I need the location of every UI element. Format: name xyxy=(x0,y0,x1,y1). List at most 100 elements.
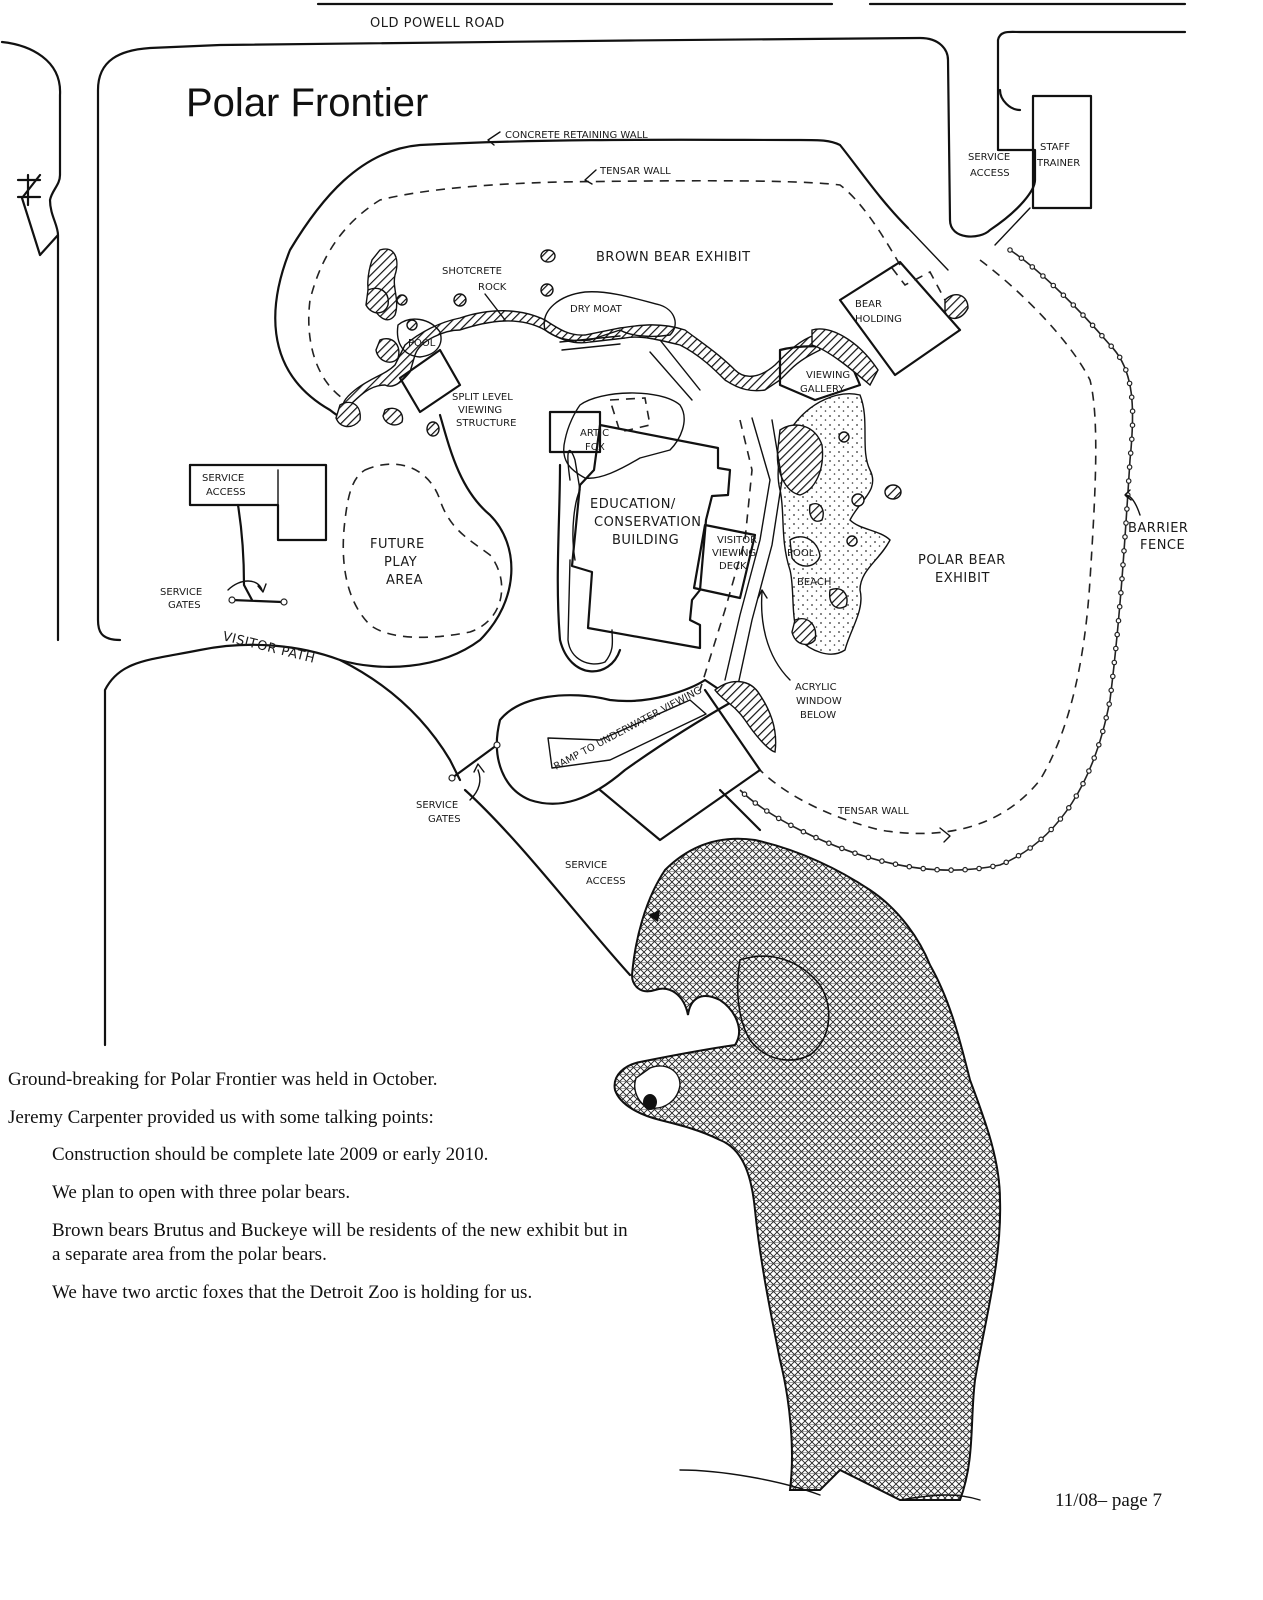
boulder xyxy=(540,283,554,297)
polar-rock xyxy=(829,588,848,609)
fence-post xyxy=(800,828,807,835)
gate-post xyxy=(280,598,288,606)
fence-post xyxy=(1129,436,1135,443)
rock-cluster xyxy=(365,287,389,314)
fence-post xyxy=(1029,264,1036,270)
bear-arm xyxy=(736,955,830,1061)
polar-rock-wall xyxy=(714,680,777,753)
fence-posts xyxy=(741,247,1136,873)
polar-bear-exhibit-label: POLAR BEAR xyxy=(918,553,1006,568)
old-powell-road-label: OLD POWELL ROAD xyxy=(370,16,505,31)
education-label: EDUCATION/ xyxy=(590,497,676,512)
shotcrete-pointer xyxy=(484,293,506,321)
acrylic-label: WINDOW xyxy=(796,696,842,707)
beach-label: BEACH xyxy=(797,577,831,588)
dry-moat xyxy=(543,291,676,342)
future-play-area xyxy=(342,463,503,639)
split-level-label: SPLIT LEVEL xyxy=(452,392,513,403)
boulder xyxy=(540,249,556,263)
staff-trainer-label: STAFF xyxy=(1040,142,1070,153)
barrier-pointer xyxy=(1124,489,1141,516)
fence-post xyxy=(865,854,872,861)
service-lane-line xyxy=(718,788,762,832)
barrier-fence-label: FENCE xyxy=(1140,538,1185,553)
fence-post xyxy=(1091,755,1098,761)
fence-post xyxy=(763,808,770,814)
fence-post xyxy=(1110,673,1116,680)
tensar-bottom-arrow xyxy=(939,827,951,843)
bear-holding-label: BEAR xyxy=(855,299,882,310)
fence-post xyxy=(1080,312,1086,318)
fence-post xyxy=(1115,617,1122,624)
fence-post xyxy=(741,791,748,798)
fence-post xyxy=(1129,408,1136,415)
service-gates-bottom-label: GATES xyxy=(428,814,461,825)
acrylic-pointer xyxy=(760,591,791,681)
visitor-deck-label: VISITOR xyxy=(717,535,757,546)
fence-post xyxy=(1100,728,1106,735)
service-access-bottom-label: ACCESS xyxy=(586,876,626,887)
visitor-viewing-deck xyxy=(692,523,757,600)
service-access-top-label: SERVICE xyxy=(968,152,1010,163)
fence-post xyxy=(1038,836,1044,843)
bear-body xyxy=(613,837,1002,1501)
acrylic-arrow-head xyxy=(757,589,768,599)
boulder xyxy=(453,293,467,307)
groundbreaking-note: Ground-breaking for Polar Frontier was h… xyxy=(8,1069,438,1090)
polar-bear-exhibit-label: EXHIBIT xyxy=(935,571,990,586)
tensar-wall-top-label: TENSAR WALL xyxy=(599,166,671,177)
fence-post xyxy=(813,834,819,841)
fence-post xyxy=(1126,380,1133,387)
gallery-rock xyxy=(811,328,879,387)
fence-post xyxy=(920,865,927,872)
boulder xyxy=(846,535,858,547)
rock-cluster xyxy=(382,407,404,426)
service-gate-bar xyxy=(230,598,284,604)
fence-post xyxy=(1015,852,1022,859)
staff-trainer-label: TRAINER xyxy=(1036,158,1080,169)
fence-post xyxy=(1113,645,1119,652)
arctic-fox-label: ARTIC xyxy=(580,428,609,439)
fence-post xyxy=(1123,520,1129,526)
fence-post xyxy=(1070,302,1077,308)
fence-post xyxy=(1122,534,1128,540)
bear-holding-building xyxy=(838,260,962,377)
tensar-wall-brown xyxy=(307,179,901,401)
bear-nose xyxy=(643,1094,657,1110)
holding-rock xyxy=(944,294,969,319)
polar-bear-illustration xyxy=(613,837,1002,1501)
bear-ground xyxy=(679,1469,981,1501)
future-play-label: FUTURE xyxy=(370,537,425,552)
boulder xyxy=(884,484,902,500)
fence-post xyxy=(1120,562,1126,568)
walkway-dash xyxy=(699,419,753,691)
fence-post xyxy=(1116,354,1123,361)
service-gates-left-label: SERVICE xyxy=(160,587,202,598)
fence-post xyxy=(1126,464,1133,470)
moat-bridge xyxy=(559,335,621,351)
bear-eye xyxy=(648,910,660,922)
tensar-wall-bottom-label: TENSAR WALL xyxy=(837,806,909,817)
fence-post xyxy=(1066,804,1072,811)
boulder xyxy=(851,493,865,507)
newsletter-notes: Ground-breaking for Polar Frontier was h… xyxy=(8,1068,628,1319)
left-road-edge xyxy=(0,40,62,642)
service-access-left-building xyxy=(188,463,328,602)
rock-cluster xyxy=(335,401,361,428)
service-lane-edge xyxy=(994,207,1031,246)
fence-post xyxy=(1086,768,1092,774)
bear-holding-label: HOLDING xyxy=(855,314,902,325)
visitor-path-lower xyxy=(338,658,462,782)
fence-post xyxy=(1096,741,1102,748)
polar-pool-label: POOL xyxy=(787,548,815,559)
talking-point: Brown bears Brutus and Buckeye will be r… xyxy=(52,1219,628,1266)
service-gates-bottom-label: SERVICE xyxy=(416,800,458,811)
fence-post xyxy=(1060,292,1067,299)
service-access-left-label: ACCESS xyxy=(206,487,246,498)
visitor-deck-label: DECK xyxy=(719,561,747,572)
polar-rock xyxy=(808,503,824,522)
service-access-road-edge xyxy=(463,788,632,977)
shotcrete-rock-label: ROCK xyxy=(478,282,507,293)
